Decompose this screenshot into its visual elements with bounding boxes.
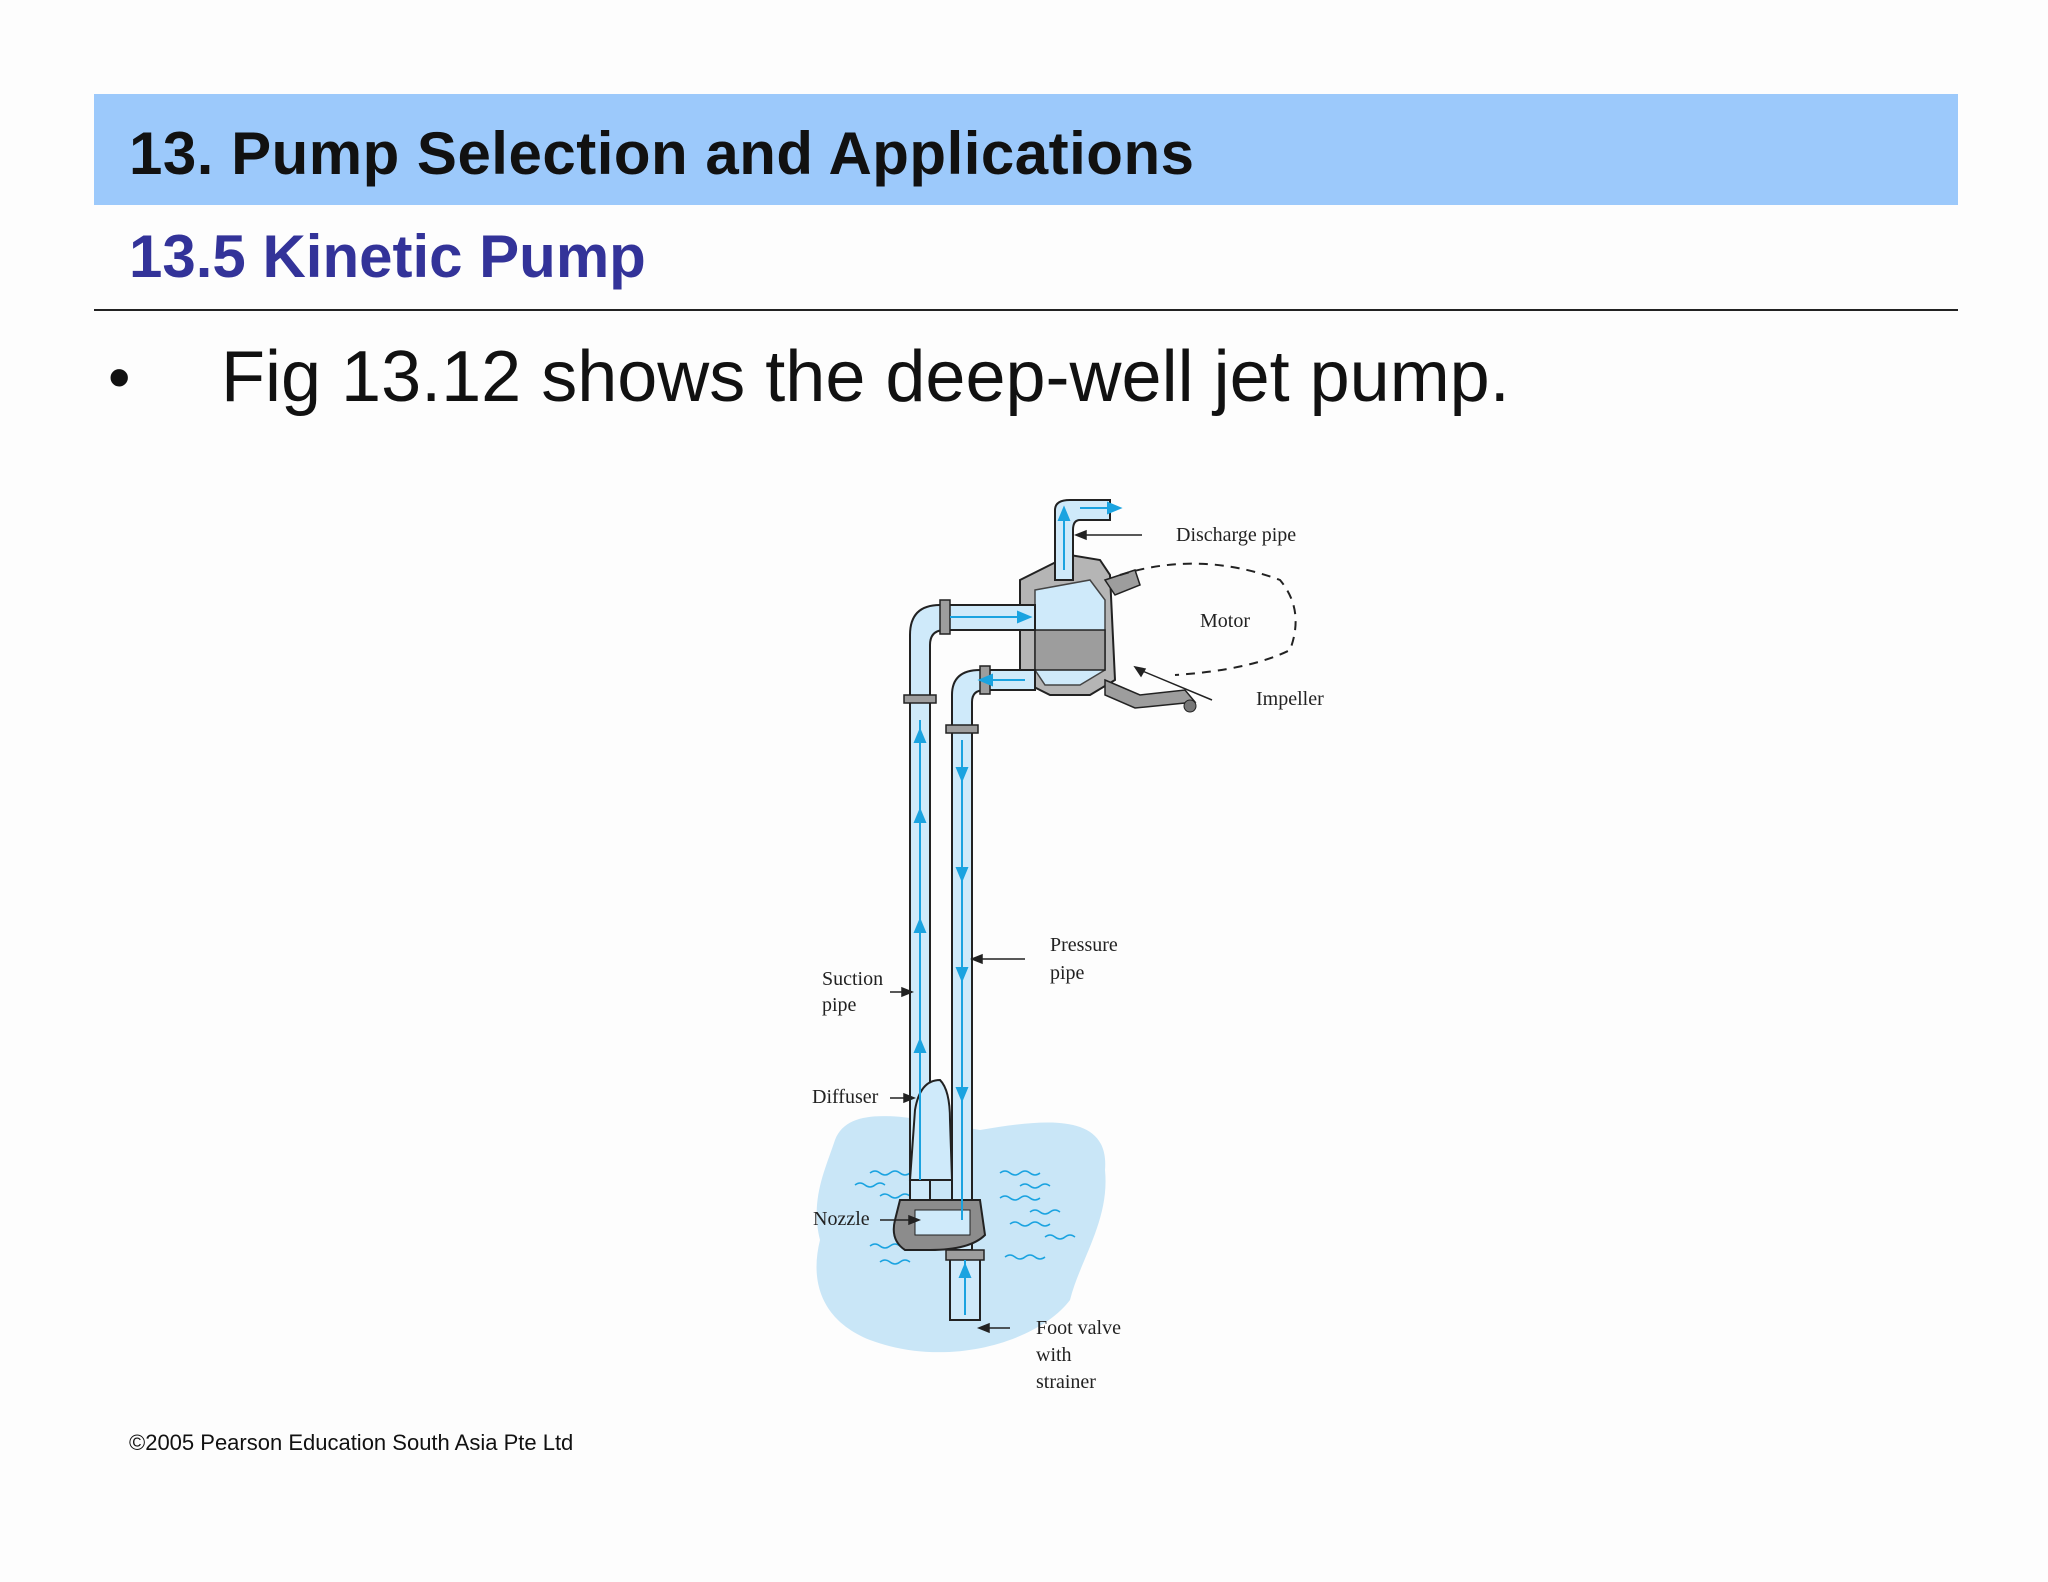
flow-arrows: [913, 501, 1123, 1315]
bullet-marker: •: [108, 341, 131, 413]
motor-outline: [1119, 562, 1297, 676]
label-discharge-pipe: Discharge pipe: [1176, 524, 1296, 546]
label-suction-pipe-2: pipe: [822, 994, 857, 1016]
label-nozzle: Nozzle: [813, 1208, 870, 1230]
pump-housing: [1019, 553, 1197, 713]
label-pressure-pipe-2: pipe: [1050, 962, 1085, 984]
leader-lines: [880, 529, 1213, 1334]
copyright-notice: ©2005 Pearson Education South Asia Pte L…: [129, 1430, 574, 1455]
label-diffuser: Diffuser: [812, 1086, 879, 1108]
label-foot-valve-1: Foot valve: [1036, 1317, 1121, 1339]
water-ripples: [854, 1170, 1076, 1265]
header-band: [94, 94, 1958, 205]
label-suction-pipe-1: Suction: [822, 968, 883, 990]
label-pressure-pipe-1: Pressure: [1050, 934, 1118, 956]
label-impeller: Impeller: [1256, 688, 1324, 710]
chapter-title: 13. Pump Selection and Applications: [129, 120, 1195, 187]
label-motor: Motor: [1200, 610, 1250, 632]
section-title: 13.5 Kinetic Pump: [129, 223, 646, 290]
jet-pump-figure: Discharge pipe Motor Impeller Pressure p…: [812, 499, 1324, 1393]
bullet-text: Fig 13.12 shows the deep-well jet pump.: [221, 337, 1510, 417]
label-foot-valve-3: strainer: [1036, 1371, 1096, 1393]
title-divider: [94, 309, 1958, 311]
label-foot-valve-2: with: [1036, 1344, 1072, 1366]
